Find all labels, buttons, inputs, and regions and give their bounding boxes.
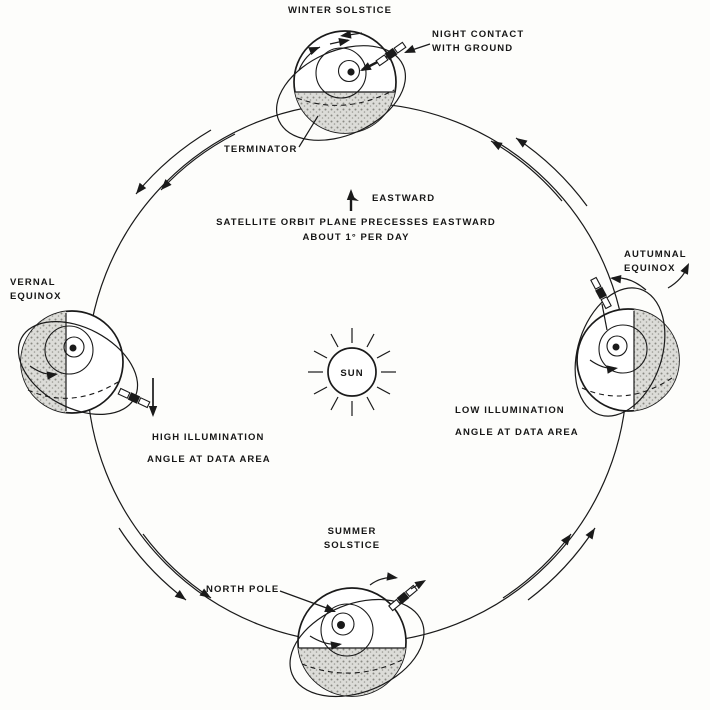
sun-disc	[327, 347, 377, 397]
arrowhead-icon	[561, 531, 575, 546]
arrowhead-icon	[513, 134, 528, 148]
autumnal-label-line2: EQUINOX	[624, 263, 676, 274]
vernal-pole-dot	[69, 344, 77, 352]
vernal-equinox-label-group: VERNAL EQUINOX	[10, 277, 62, 302]
sun-label: SUN	[340, 368, 363, 379]
autumnal-globe	[574, 273, 680, 417]
sun-rays-icon	[308, 328, 396, 416]
winter-farside-orbit	[296, 89, 395, 106]
arrowhead-icon	[488, 137, 503, 151]
high-illum-line1: HIGH ILLUMINATION	[152, 432, 264, 443]
high-illum-line2: ANGLE AT DATA AREA	[147, 454, 271, 465]
summer-solstice-label-group: SUMMER SOLSTICE	[324, 526, 380, 551]
summer-satellite-orbit	[289, 598, 425, 698]
terminator-annotation: TERMINATOR	[224, 115, 319, 155]
low-illumination-annotation: LOW ILLUMINATION ANGLE AT DATA AREA	[455, 405, 579, 438]
vernal-label-line1: VERNAL	[10, 277, 56, 288]
winter-satellite-orbit	[275, 45, 407, 141]
eastward-label: EASTWARD	[372, 193, 435, 204]
summer-label-line1: SUMMER	[328, 526, 377, 537]
satellite-icon	[589, 276, 613, 310]
summer-label-line2: SOLSTICE	[324, 540, 380, 551]
summer-farside-orbit	[301, 659, 403, 674]
summer-north-pole-dot	[337, 621, 345, 629]
north-pole-leader	[279, 590, 333, 611]
winter-solstice-label: WINTER SOLSTICE	[288, 5, 392, 16]
eastward-arrow-fin	[351, 195, 359, 201]
north-pole-annotation: NORTH POLE	[206, 584, 338, 616]
satellite-icon	[117, 387, 151, 409]
low-illum-line1: LOW ILLUMINATION	[455, 405, 565, 416]
autumnal-night-shading	[634, 309, 679, 411]
night-contact-annotation: NIGHT CONTACT WITH GROUND	[402, 29, 524, 57]
motion-arrow-icon	[386, 572, 399, 583]
low-illum-line2: ANGLE AT DATA AREA	[455, 427, 579, 438]
arrowhead-icon	[680, 261, 693, 275]
satellite-icon	[387, 584, 419, 612]
arrowhead-icon	[585, 525, 599, 540]
autumnal-pole-dot	[612, 343, 620, 351]
summer-globe	[289, 572, 429, 698]
autumnal-label-line1: AUTUMNAL	[624, 249, 687, 260]
autumnal-farside-orbit	[581, 377, 673, 397]
winter-pole-dot	[347, 68, 355, 76]
sun: SUN	[308, 328, 396, 416]
vernal-night-shading	[21, 311, 66, 413]
north-pole-label: NORTH POLE	[206, 584, 279, 595]
terminator-leader	[298, 115, 319, 148]
orbit-direction-arrows	[118, 129, 599, 604]
precession-note: EASTWARD SATELLITE ORBIT PLANE PRECESSES…	[216, 189, 496, 243]
winter-night-shading	[294, 92, 396, 133]
vernal-farside-orbit	[27, 381, 119, 399]
arrowhead-icon	[148, 406, 158, 417]
night-contact-line2: WITH GROUND	[432, 43, 513, 54]
terminator-label: TERMINATOR	[224, 144, 297, 155]
vernal-globe	[17, 310, 158, 417]
motion-arrow-icon	[414, 576, 429, 590]
winter-globe	[275, 30, 407, 141]
autumnal-equinox-label-group: AUTUMNAL EQUINOX	[624, 249, 693, 289]
autumnal-satellite-orbit	[574, 287, 666, 417]
high-illumination-annotation: HIGH ILLUMINATION ANGLE AT DATA AREA	[147, 432, 271, 465]
precession-line2: ABOUT 1° PER DAY	[302, 232, 409, 243]
precession-line1: SATELLITE ORBIT PLANE PRECESSES EASTWARD	[216, 217, 496, 228]
night-contact-line1: NIGHT CONTACT	[432, 29, 524, 40]
vernal-label-line2: EQUINOX	[10, 291, 62, 302]
